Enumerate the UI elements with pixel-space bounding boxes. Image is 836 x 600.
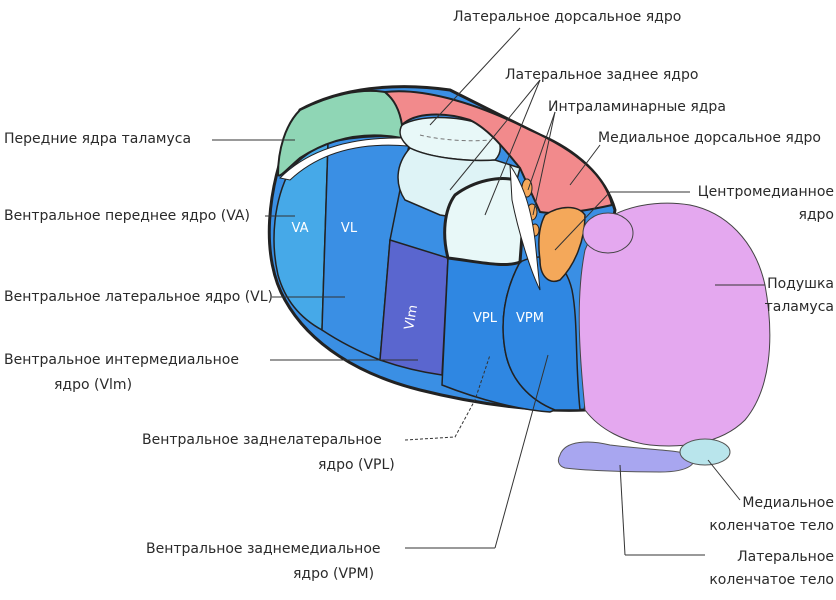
label-vpm-1: Вентральное заднемедиальное: [146, 541, 381, 557]
label-centromedian-2: ядро: [798, 207, 834, 223]
leader-lat-posterior: [449, 79, 541, 191]
label-mgb-2: коленчатое тело: [709, 518, 834, 534]
label-pulvinar-2: таламуса: [764, 299, 834, 315]
leader-centromedian-2: [554, 191, 611, 251]
label-lgb-2: коленчатое тело: [709, 572, 834, 588]
label-vpl-2: ядро (VPL): [318, 457, 395, 473]
region-label-vl: VL: [341, 221, 358, 236]
region-posterior-face: [443, 177, 527, 267]
leader-vpl: [404, 354, 491, 441]
label-intralaminar: Интраламинарные ядра: [548, 99, 726, 115]
region-mgb: [679, 438, 731, 466]
leader-med-dorsal: [569, 144, 601, 186]
label-med-dorsal: Медиальное дорсальное ядро: [598, 130, 821, 146]
label-va: Вентральное переднее ядро (VA): [4, 208, 250, 224]
region-label-vpl: VPL: [473, 311, 498, 326]
leader-intralaminar-2: [532, 111, 556, 216]
region-label-vpm: VPM: [516, 311, 544, 326]
label-vl: Вентральное латеральное ядро (VL): [4, 289, 274, 305]
label-lgb-1: Латеральное: [737, 549, 834, 565]
leader-lat-dorsal: [429, 27, 521, 126]
region-anterior: [276, 89, 406, 177]
leader-lines: [212, 27, 765, 556]
leader-intralaminar: [527, 111, 556, 191]
leader-vpm-2: [494, 354, 549, 549]
label-lat-posterior: Латеральное заднее ядро: [505, 67, 699, 83]
ld-dashed-line: [419, 134, 491, 142]
leader-lat-posterior-2: [484, 79, 541, 216]
label-anterior: Передние ядра таламуса: [4, 131, 192, 147]
leader-mgb: [707, 459, 741, 501]
region-centromedian: [538, 206, 586, 282]
leader-lgb-2: [619, 464, 626, 556]
region-vpm: [502, 256, 581, 411]
internal-lamina: [509, 163, 541, 291]
region-label-va: VA: [292, 221, 309, 236]
label-mgb-1: Медиальное: [742, 495, 834, 511]
label-lat-dorsal: Латеральное дорсальное ядро: [453, 9, 682, 25]
region-label-vim: Vlm: [402, 304, 421, 331]
pulvinar-knob: [582, 212, 634, 254]
label-vpl-1: Вентральное заднелатеральное: [142, 432, 382, 448]
label-vim-1: Вентральное интермедиальное: [4, 352, 239, 368]
region-lgb: [557, 441, 695, 473]
label-vim-2: ядро (Vlm): [54, 377, 133, 393]
label-pulvinar-1: Подушка: [767, 276, 834, 292]
region-pulvinar: [578, 202, 771, 447]
label-vpm-2: ядро (VPM): [293, 566, 375, 582]
label-centromedian-1: Центромедианное: [697, 184, 834, 200]
